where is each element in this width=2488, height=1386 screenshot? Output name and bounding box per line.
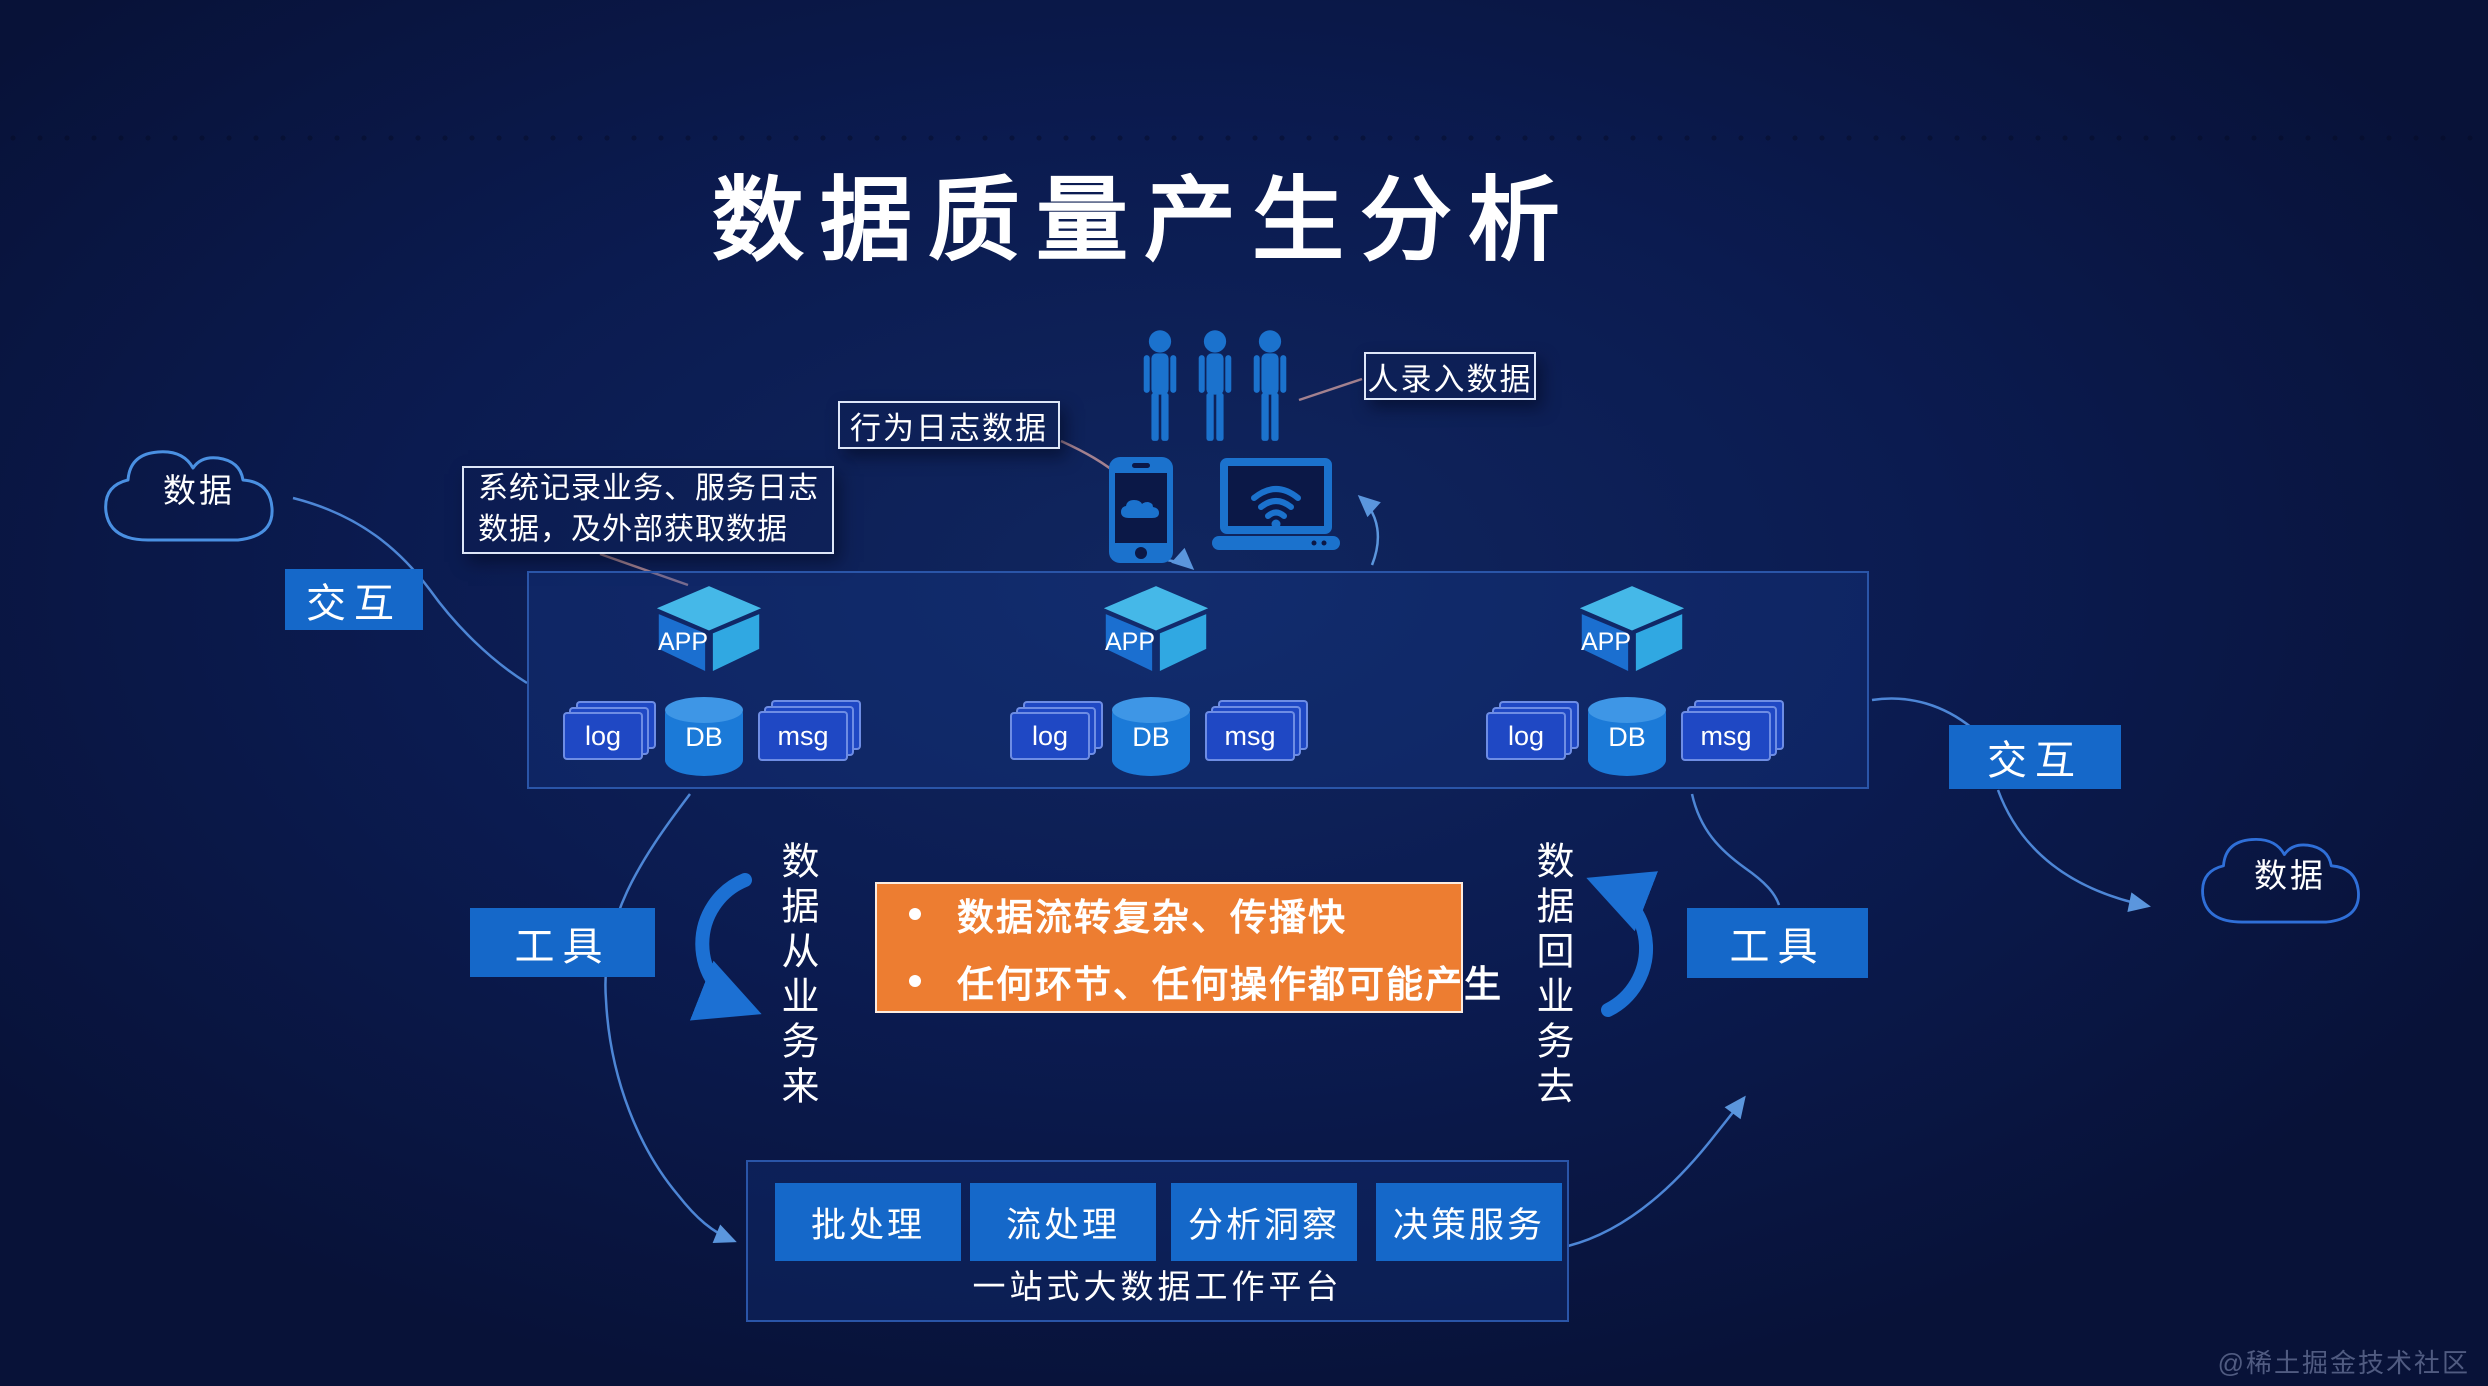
db-cylinder-icon: DB: [1588, 697, 1666, 776]
log-stack-icon: log: [1010, 701, 1103, 760]
app-label: APP: [657, 628, 709, 656]
highlight-callout: 数据流转复杂、传播快 任何环节、任何操作都可能产生: [875, 882, 1501, 1013]
msg-stack-icon: msg: [1205, 700, 1308, 761]
analysis-insight-label: 分析洞察: [1187, 1205, 1340, 1245]
flow-to-business-text: 数据回业务去: [1530, 841, 1572, 1111]
person-icon: [1246, 320, 1294, 452]
db-label: DB: [685, 721, 723, 752]
interact-left-button[interactable]: 交互: [285, 569, 423, 630]
app-group: APP log DB msg: [1003, 576, 1308, 788]
line-platform-to-interact-right: [1871, 697, 1973, 729]
log-label: log: [1486, 712, 1566, 760]
system-log-label: 系统记录业务、服务日志 数据，及外部获取数据: [462, 466, 834, 554]
db-cylinder-icon: DB: [1112, 697, 1190, 776]
bullet-dot-icon: [909, 908, 921, 920]
msg-stack-icon: msg: [1681, 700, 1784, 761]
stream-processing-button[interactable]: 流处理: [970, 1183, 1156, 1261]
data-cloud-left-text: 数据: [163, 472, 235, 509]
interact-right-label: 交互: [1987, 739, 2083, 783]
person-icon: [1136, 320, 1184, 452]
highlight-bullet: 数据流转复杂、传播快: [909, 887, 1461, 941]
arrow-platform-to-laptop: [1357, 494, 1381, 566]
tool-right-button[interactable]: 工具: [1687, 908, 1868, 978]
system-log-label-line1: 系统记录业务、服务日志: [478, 472, 819, 506]
line-human-label-to-people: [1298, 377, 1363, 402]
flow-from-business-text: 数据从业务来: [775, 841, 817, 1111]
tool-right-label: 工具: [1729, 925, 1826, 969]
work-platform-panel: 批处理 流处理 分析洞察 决策服务 一站式大数据工作平台: [746, 1160, 1569, 1322]
data-cloud-left: 数据: [88, 428, 310, 558]
app-cube-icon: APP: [1100, 584, 1212, 676]
app-group: APP log DB msg: [556, 576, 861, 788]
human-input-label-text: 人录入数据: [1367, 361, 1533, 397]
highlight-bullet: 任何环节、任何操作都可能产生: [909, 954, 1501, 1008]
log-label: log: [1010, 712, 1090, 760]
db-label: DB: [1608, 721, 1646, 752]
behavior-log-label-text: 行为日志数据: [850, 410, 1048, 446]
interact-right-button[interactable]: 交互: [1949, 725, 2121, 789]
page-title: 数据质量产生分析: [712, 170, 1577, 272]
msg-label: msg: [758, 711, 848, 761]
msg-label: msg: [1681, 711, 1771, 761]
arrow-workbox-to-flow-right: [1567, 1095, 1746, 1248]
arrow-interact-right-to-cloud: [1996, 789, 2151, 912]
log-stack-icon: log: [563, 701, 656, 760]
batch-processing-button[interactable]: 批处理: [775, 1183, 961, 1261]
app-label: APP: [1580, 628, 1632, 656]
cycle-arrow-right: [1586, 871, 1659, 1017]
decision-service-button[interactable]: 决策服务: [1376, 1183, 1562, 1261]
line-platform-to-tool-right: [1690, 793, 1781, 906]
line-system-label-to-app: [599, 552, 689, 587]
system-log-label-line2: 数据，及外部获取数据: [478, 513, 788, 546]
stream-processing-label: 流处理: [1005, 1205, 1120, 1245]
analysis-insight-button[interactable]: 分析洞察: [1171, 1183, 1357, 1261]
db-cylinder-icon: DB: [665, 697, 743, 776]
batch-processing-label: 批处理: [810, 1205, 925, 1245]
line-platform-to-workbox-left: [604, 793, 737, 1244]
app-group: APP log DB msg: [1479, 576, 1784, 788]
app-label: APP: [1104, 628, 1156, 656]
cycle-arrow-left: [689, 873, 762, 1021]
behavior-log-label: 行为日志数据: [838, 401, 1060, 449]
msg-stack-icon: msg: [758, 700, 861, 761]
highlight-bullet-text: 数据流转复杂、传播快: [957, 897, 1347, 938]
phone-icon: [1108, 456, 1174, 569]
decision-service-label: 决策服务: [1392, 1205, 1545, 1245]
highlight-bullet-text: 任何环节、任何操作都可能产生: [957, 964, 1503, 1005]
tool-left-button[interactable]: 工具: [470, 908, 655, 977]
interact-left-label: 交互: [306, 581, 402, 626]
app-cube-icon: APP: [1576, 584, 1688, 676]
bullet-dot-icon: [909, 975, 921, 987]
db-label: DB: [1132, 721, 1170, 752]
person-icon: [1191, 320, 1239, 452]
work-platform-caption: 一站式大数据工作平台: [972, 1268, 1343, 1305]
log-label: log: [563, 712, 643, 760]
line-cloud-left-to-platform: [292, 496, 528, 685]
laptop-wifi-icon: [1210, 458, 1342, 558]
data-cloud-right: 数据: [2186, 816, 2394, 940]
watermark: @稀土掘金技术社区: [2217, 1348, 2470, 1378]
data-cloud-right-text: 数据: [2254, 857, 2326, 894]
log-stack-icon: log: [1486, 701, 1579, 760]
people-group: [1136, 320, 1294, 452]
app-cube-icon: APP: [653, 584, 765, 676]
tool-left-label: 工具: [514, 924, 611, 969]
human-input-label: 人录入数据: [1364, 352, 1536, 400]
msg-label: msg: [1205, 711, 1295, 761]
